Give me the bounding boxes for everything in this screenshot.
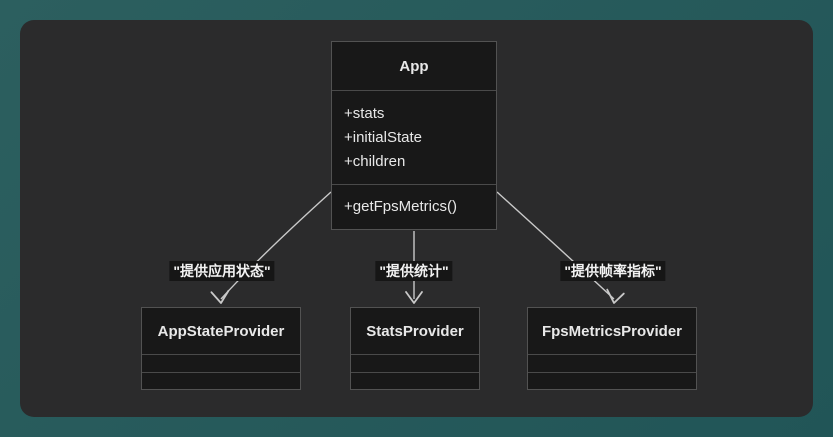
class-box-app: App +stats +initialState +children +getF… <box>331 41 497 230</box>
attribute-line: +children <box>344 153 406 170</box>
class-attributes-empty <box>142 354 300 372</box>
class-title-appstateprovider: AppStateProvider <box>157 322 285 340</box>
class-methods-empty <box>528 372 696 389</box>
attribute-line: +initialState <box>344 129 422 146</box>
class-methods-app: +getFpsMetrics() <box>332 184 496 229</box>
class-methods-empty <box>351 372 479 389</box>
class-box-fpsmetricsprovider: FpsMetricsProvider <box>527 307 697 390</box>
attribute-line: +stats <box>344 105 385 122</box>
class-attributes-empty <box>528 354 696 372</box>
class-box-statsprovider: StatsProvider <box>350 307 480 390</box>
class-title-statsprovider: StatsProvider <box>366 322 464 340</box>
class-attributes-app: +stats +initialState +children <box>332 90 496 184</box>
class-box-appstateprovider: AppStateProvider <box>141 307 301 390</box>
edge-label-stats: "提供统计" <box>375 261 453 281</box>
edge-label-fps-metrics: "提供帧率指标" <box>560 261 666 281</box>
class-attributes-empty <box>351 354 479 372</box>
class-title-fpsmetricsprovider: FpsMetricsProvider <box>541 322 683 340</box>
edge-label-app-state: "提供应用状态" <box>169 261 275 281</box>
class-title-app: App <box>399 57 429 75</box>
method-line: +getFpsMetrics() <box>344 198 457 215</box>
class-methods-empty <box>142 372 300 389</box>
